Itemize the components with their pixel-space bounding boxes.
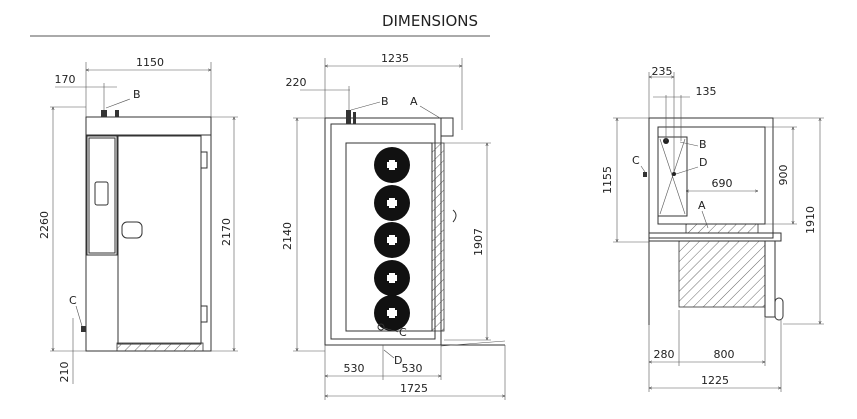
dim-1150: 1150: [136, 56, 164, 69]
dim-1910: 1910: [804, 206, 817, 234]
dim-220: 220: [286, 76, 307, 89]
top-body: [648, 117, 774, 239]
evaporator: [657, 136, 688, 217]
dim-1155: 1155: [601, 166, 614, 194]
dim-2140: 2140: [281, 222, 294, 250]
front-body: [85, 116, 212, 352]
dim-530-right: 530: [402, 362, 423, 375]
dim-800: 800: [714, 348, 735, 361]
dim-2170: 2170: [220, 218, 233, 246]
connector-c: [81, 326, 86, 332]
floor-section-a: [685, 223, 759, 234]
control-panel: [86, 135, 118, 256]
connector-b: [346, 110, 351, 124]
connector-d: [672, 172, 676, 176]
dim-530-left: 530: [344, 362, 365, 375]
page-title: DIMENSIONS: [382, 12, 478, 30]
dim-690: 690: [712, 177, 733, 190]
label-c: C: [632, 154, 640, 167]
connector-c: [377, 323, 385, 331]
label-d: D: [394, 354, 402, 367]
door-handle: [774, 297, 784, 321]
door-handle: [121, 221, 143, 239]
label-b: B: [699, 138, 707, 151]
dim-170: 170: [55, 73, 76, 86]
connector-c: [643, 172, 647, 177]
label-a: A: [410, 95, 418, 108]
hinge-top: [200, 151, 208, 169]
top-view: 235 135 1155 900 1910 690 280 800 1225 B…: [601, 65, 824, 392]
label-c: C: [399, 326, 407, 339]
dim-235: 235: [652, 65, 673, 78]
hinge-bottom: [200, 305, 208, 323]
dim-1725: 1725: [400, 382, 428, 395]
dim-1907: 1907: [472, 228, 485, 256]
dim-210: 210: [58, 362, 71, 383]
label-d: D: [699, 156, 707, 169]
door-section: [431, 142, 445, 332]
dim-1235: 1235: [381, 52, 409, 65]
connector-b: [101, 110, 107, 117]
label-b: B: [381, 95, 389, 108]
fan-crosses: [387, 160, 397, 318]
label-c: C: [69, 294, 77, 307]
side-view: 1235 220 2140 1907 530 530 1725 B A C D: [281, 52, 505, 400]
front-view: 1150 170 2260 2170 210 B C: [38, 56, 238, 384]
base-grate: [116, 342, 204, 352]
label-b: B: [133, 88, 141, 101]
display-screen: [94, 181, 109, 206]
door-open-area: [678, 240, 766, 308]
dim-135: 135: [696, 85, 717, 98]
dim-900: 900: [777, 165, 790, 186]
dim-280: 280: [654, 348, 675, 361]
label-a: A: [698, 199, 706, 212]
dim-1225: 1225: [701, 374, 729, 387]
door: [117, 135, 202, 345]
dim-2260: 2260: [38, 211, 51, 239]
